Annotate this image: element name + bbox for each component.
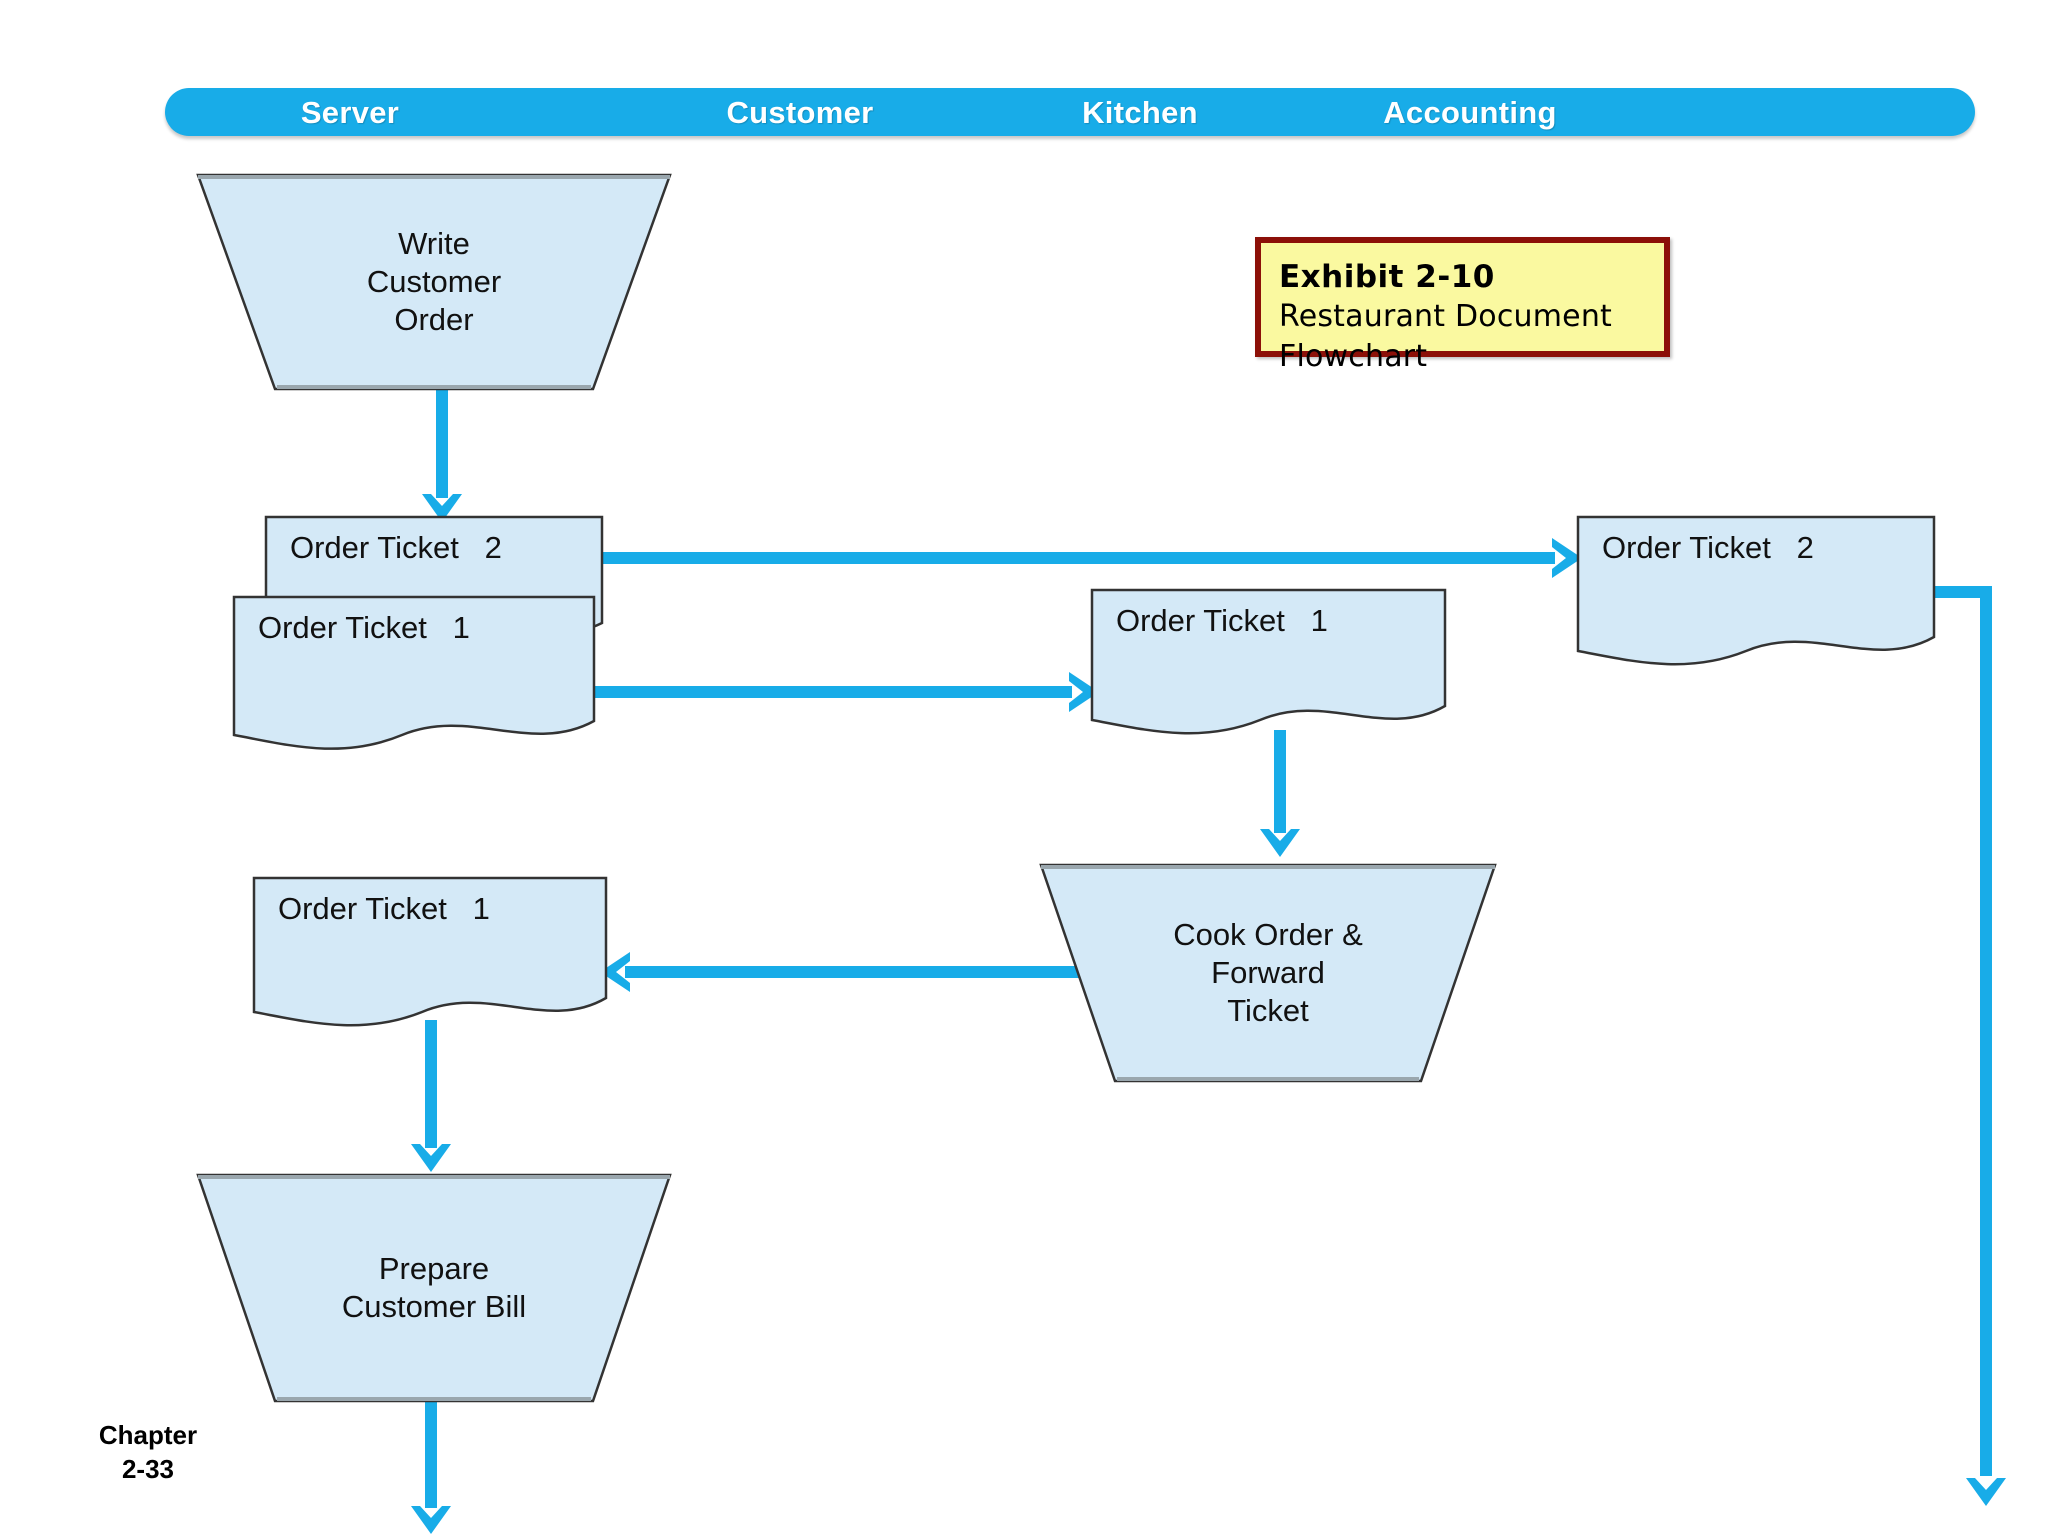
exhibit-title: Restaurant Document Flowchart	[1279, 299, 1612, 374]
column-header-accounting: Accounting	[1383, 95, 1557, 130]
node-order-ticket-1-server-returned[interactable]: Order Ticket 1	[252, 876, 608, 1041]
node-prepare-customer-bill[interactable]: Prepare Customer Bill	[195, 1172, 673, 1404]
connector-write-order-to-ticket2	[417, 390, 467, 525]
connector-ticket1-to-kitchen	[594, 672, 1102, 712]
connector-accounting-offpage	[1930, 586, 2048, 1536]
node-write-customer-order[interactable]: Write Customer Order	[195, 172, 673, 392]
node-cook-order-forward-ticket[interactable]: Cook Order & Forward Ticket	[1038, 862, 1498, 1084]
column-header-server: Server	[300, 95, 400, 130]
connector-prepare-bill-offpage	[406, 1400, 456, 1536]
column-header-band	[165, 88, 1975, 136]
node-order-ticket-1-kitchen[interactable]: Order Ticket 1	[1090, 588, 1447, 748]
exhibit-number: Exhibit 2-10	[1279, 259, 1495, 295]
column-header-customer: Customer	[726, 95, 874, 130]
connector-kitchen-ticket-to-cook	[1255, 730, 1305, 860]
chapter-footer: Chapter 2-33	[98, 1420, 198, 1484]
exhibit-callout: Exhibit 2-10 Restaurant Document Flowcha…	[1255, 237, 1670, 374]
connector-server-ticket-to-prepare-bill	[406, 1020, 456, 1175]
node-order-ticket-2-accounting[interactable]: Order Ticket 2	[1576, 515, 1936, 680]
connector-cook-to-server-ticket	[600, 952, 1080, 992]
connector-ticket2-to-accounting	[600, 538, 1585, 578]
column-header-kitchen: Kitchen	[1082, 95, 1198, 130]
node-order-ticket-1-server[interactable]: Order Ticket 1	[232, 595, 596, 765]
